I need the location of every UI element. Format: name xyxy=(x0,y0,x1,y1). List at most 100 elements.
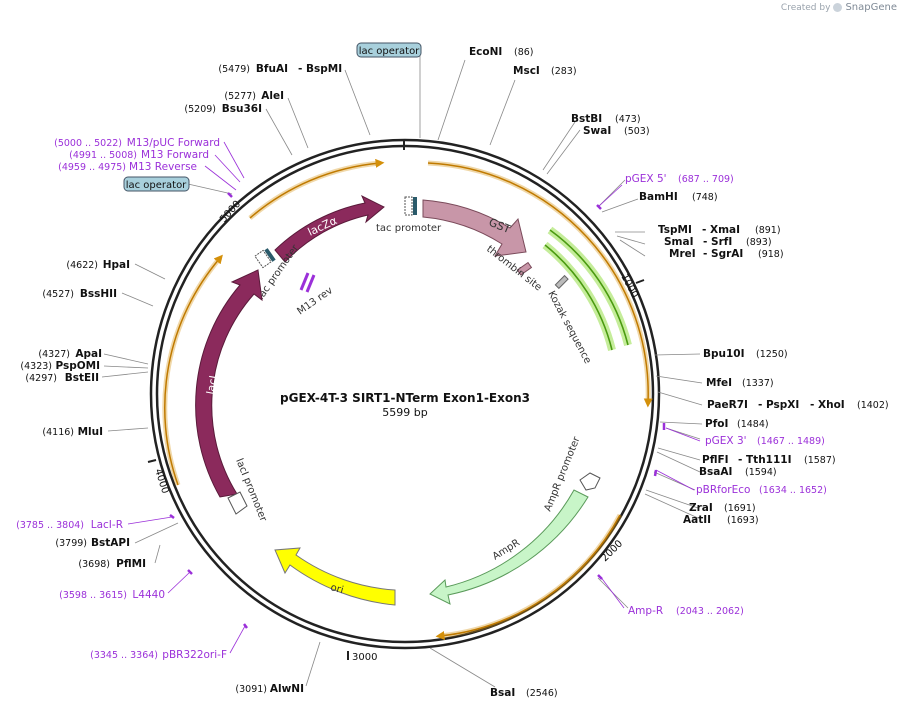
tick-4000: 4000 xyxy=(152,468,170,496)
enzyme-bpu10i[interactable]: Bpu10I xyxy=(703,348,745,360)
enzyme-tspmi[interactable]: TspMI xyxy=(658,224,692,236)
enzyme-msci[interactable]: MscI xyxy=(513,65,540,77)
enzyme-bstbi[interactable]: BstBI xyxy=(571,113,602,125)
enzyme-alei-pos: (5277) xyxy=(224,91,256,102)
enzyme-econi[interactable]: EcoNI xyxy=(469,46,502,58)
kozak-marker xyxy=(554,274,569,290)
primer-m13-reverse[interactable]: M13 Reverse xyxy=(129,161,197,173)
enzyme-besshii[interactable]: BssHII xyxy=(80,288,117,300)
enzyme-bsaai[interactable]: BsaAI xyxy=(699,466,732,478)
primer-m13-forward[interactable]: M13 Forward xyxy=(141,149,209,161)
laci-label: lacI xyxy=(204,374,220,395)
primer-m13-puc-forward[interactable]: M13/pUC Forward xyxy=(127,137,220,149)
enzyme-bsai-pos: (2546) xyxy=(526,688,558,699)
enzyme-srfi[interactable]: - SrfI xyxy=(703,236,732,248)
lac-operator-top-label: lac operator xyxy=(359,46,420,57)
enzyme-bsu36i-pos: (5209) xyxy=(184,104,216,115)
primer-pgex5-range: (687 .. 709) xyxy=(678,174,734,185)
primer-leader-lines xyxy=(127,141,701,654)
enzyme-bsshii-pos: (4527) xyxy=(42,289,74,300)
enzyme-bsteii[interactable]: BstEII xyxy=(65,372,99,384)
enzyme-mlui-pos: (4116) xyxy=(42,427,74,438)
lac-operator-left[interactable]: lac operator xyxy=(123,176,190,192)
lac-operator-top[interactable]: lac operator xyxy=(356,42,422,58)
enzyme-zrai-pos: (1691) xyxy=(724,503,756,514)
plasmid-title: pGEX-4T-3 SIRT1-NTerm Exon1-Exon3 xyxy=(280,391,530,405)
enzyme-aatii[interactable]: AatII xyxy=(683,514,711,526)
enzyme-bsteii-pos: (4297) xyxy=(25,373,57,384)
enzyme-paer7i[interactable]: PaeR7I xyxy=(707,399,748,411)
enzyme-alwni[interactable]: AlwNI xyxy=(270,683,304,695)
lacz-alpha-arrow[interactable] xyxy=(274,194,385,263)
enzyme-pfoi[interactable]: PfoI xyxy=(705,418,728,430)
primer-laci-r[interactable]: LacI-R xyxy=(91,519,123,531)
primer-pbrforeco[interactable]: pBRforEco xyxy=(696,484,750,496)
primer-l4440[interactable]: L4440 xyxy=(132,589,165,601)
lac-operator-left-label: lac operator xyxy=(126,180,187,191)
enzyme-bstapi[interactable]: BstAPI xyxy=(91,537,130,549)
enzyme-pspxi[interactable]: - PspXI xyxy=(758,399,799,411)
enzyme-bfuai[interactable]: BfuAI xyxy=(256,63,288,75)
kozak-label: Kozak sequence xyxy=(545,289,593,365)
primer-amp-r[interactable]: Amp-R xyxy=(628,605,663,617)
watermark-prefix: Created by xyxy=(780,2,831,13)
enzyme-tth111i[interactable]: - Tth111I xyxy=(738,454,792,466)
enzyme-bsaai-pos: (1594) xyxy=(745,467,777,478)
ampr-arrow[interactable] xyxy=(429,489,589,605)
enzyme-hpai[interactable]: HpaI xyxy=(103,259,130,271)
laci-promoter-marker xyxy=(227,491,248,515)
enzyme-pflfi[interactable]: PflFI xyxy=(702,454,729,466)
primer-m13-puc-forward-range: (5000 .. 5022) xyxy=(54,138,122,149)
enzyme-mrei[interactable]: MreI xyxy=(669,248,696,260)
enzyme-apai[interactable]: ApaI xyxy=(75,348,102,360)
enzyme-alei[interactable]: AleI xyxy=(261,90,284,102)
enzyme-apai-pos: (4327) xyxy=(38,349,70,360)
plasmid-length: 5599 bp xyxy=(382,406,427,419)
enzyme-xmai[interactable]: - XmaI xyxy=(702,224,740,236)
primer-pgex5[interactable]: pGEX 5' xyxy=(625,173,667,185)
enzyme-pflfi-pos: (1587) xyxy=(804,455,836,466)
enzyme-pfoi-pos: (1484) xyxy=(737,419,769,430)
snapgene-logo-icon xyxy=(833,3,843,12)
enzyme-bspmi[interactable]: - BspMI xyxy=(298,63,342,75)
enzyme-mfei-pos: (1337) xyxy=(742,378,774,389)
primer-pbrforeco-range: (1634 .. 1652) xyxy=(759,485,827,496)
primer-pgex3[interactable]: pGEX 3' xyxy=(705,435,747,447)
enzyme-mfei[interactable]: MfeI xyxy=(706,377,732,389)
enzyme-pspomi[interactable]: PspOMI xyxy=(55,360,100,372)
lac-operator-marker xyxy=(264,248,276,262)
enzyme-tspmi-pos: (891) xyxy=(755,225,781,236)
enzyme-paer7i-pos: (1402) xyxy=(857,400,889,411)
lac-promoter-marker xyxy=(254,249,272,269)
gst-arrow[interactable] xyxy=(422,199,527,257)
primer-amp-r-range: (2043 .. 2062) xyxy=(676,606,744,617)
enzyme-bamhi-pos: (748) xyxy=(692,192,718,203)
enzyme-smai[interactable]: SmaI xyxy=(664,236,694,248)
enzyme-sgrai[interactable]: - SgrAI xyxy=(703,248,743,260)
enzyme-mlui[interactable]: MluI xyxy=(78,426,103,438)
enzyme-msci-pos: (283) xyxy=(551,66,577,77)
watermark-brand: SnapGene xyxy=(845,2,897,13)
laci-arrow[interactable] xyxy=(195,269,263,498)
thrombin-site-marker xyxy=(516,261,533,276)
ampr-promoter-marker xyxy=(579,472,601,491)
primer-pbr322ori-f[interactable]: pBR322ori-F xyxy=(162,649,227,661)
enzyme-bfuai-pos: (5479) xyxy=(218,64,250,75)
enzyme-swai[interactable]: SwaI xyxy=(583,125,611,137)
ori-arrow[interactable] xyxy=(274,547,396,606)
enzyme-bsai[interactable]: BsaI xyxy=(490,687,515,699)
primer-pgex3-range: (1467 .. 1489) xyxy=(757,436,825,447)
tac-operator-marker xyxy=(413,197,417,215)
laci-promoter-label: lacI promoter xyxy=(233,457,269,524)
enzyme-bstapi-pos: (3799) xyxy=(55,538,87,549)
enzyme-pflmi[interactable]: PflMI xyxy=(116,558,146,570)
tac-promoter-label: tac promoter xyxy=(376,223,442,234)
enzyme-hpai-pos: (4622) xyxy=(66,260,98,271)
enzyme-aatii-pos: (1693) xyxy=(727,515,759,526)
enzyme-smai-pos: (893) xyxy=(746,237,772,248)
enzyme-zrai[interactable]: ZraI xyxy=(689,502,713,514)
primer-l4440-range: (3598 .. 3615) xyxy=(59,590,127,601)
enzyme-xhoi[interactable]: - XhoI xyxy=(810,399,845,411)
enzyme-bamhi[interactable]: BamHI xyxy=(639,191,678,203)
enzyme-bsu36i[interactable]: Bsu36I xyxy=(222,103,262,115)
